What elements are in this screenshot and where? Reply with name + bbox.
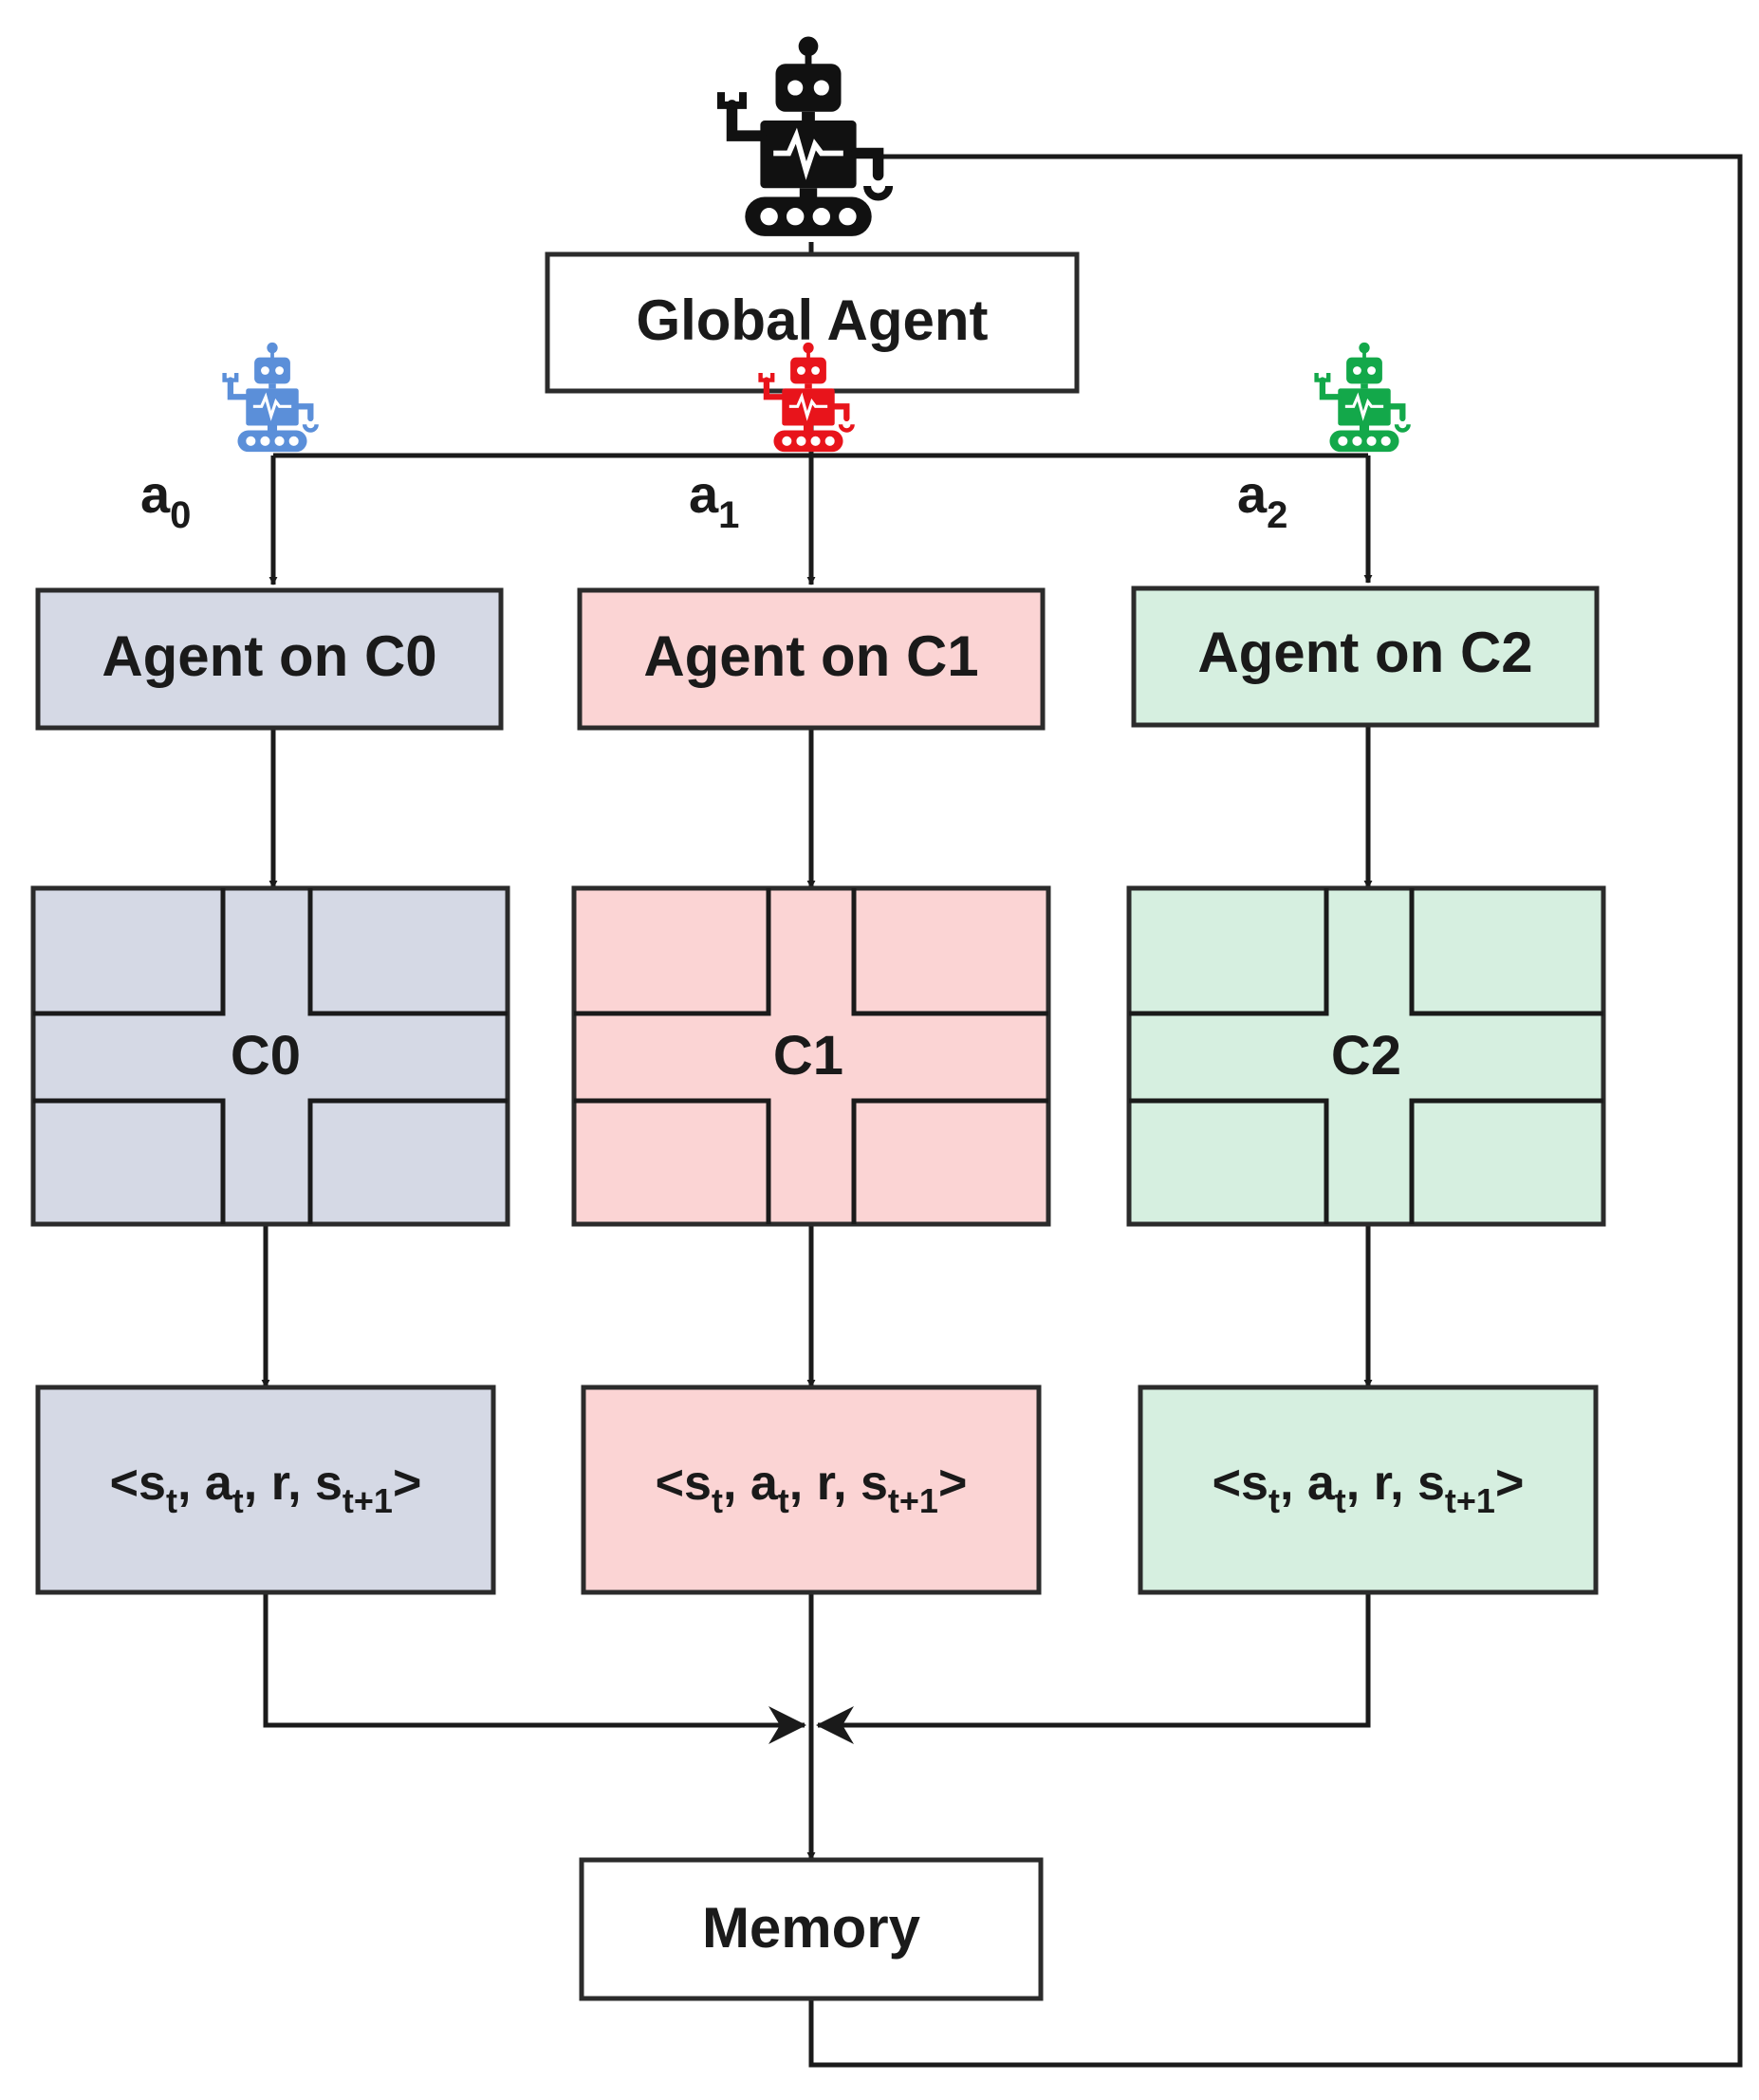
agent-c1-box <box>577 587 1046 731</box>
intersection-c0-roads <box>33 888 508 1224</box>
agent-c2-label: Agent on C2 <box>1197 621 1532 684</box>
memory-box <box>579 1857 1044 2001</box>
intersection-c1-label: C1 <box>773 1025 843 1087</box>
transition-c0-text: <st, at, r, st+1> <box>110 1456 422 1520</box>
action-label-a2: a2 <box>1237 464 1287 536</box>
intersection-c2-box <box>1126 885 1606 1227</box>
intersection-c0: C0 <box>30 885 510 1227</box>
global-agent-label: Global Agent <box>636 288 988 352</box>
transition-c1-box <box>581 1385 1042 1595</box>
memory-label: Memory <box>702 1896 921 1960</box>
transition-c2-text: <st, at, r, st+1> <box>1213 1456 1525 1520</box>
intersection-c2-roads <box>1129 888 1603 1224</box>
arrow-transition-c2-to-merge <box>816 1592 1371 1744</box>
transition-c0-box <box>35 1385 496 1595</box>
agent-c1-label: Agent on C1 <box>643 624 978 688</box>
action-label-a0: a0 <box>140 464 191 536</box>
action-label-a1: a1 <box>689 464 739 536</box>
intersection-c0-label: C0 <box>231 1025 301 1087</box>
agent-c2-box <box>1131 585 1600 728</box>
agent-c0-box <box>35 587 504 731</box>
intersection-c1-box <box>571 885 1051 1227</box>
global-robot-icon <box>721 36 889 235</box>
agent-c0-label: Agent on C0 <box>102 624 436 688</box>
intersection-c1-roads <box>574 888 1048 1224</box>
transition-c2-box <box>1138 1385 1599 1595</box>
robot-c2-icon <box>1317 343 1409 452</box>
transition-c1-text: <st, at, r, st+1> <box>656 1456 968 1520</box>
intersection-c0-box <box>30 885 510 1227</box>
intersection-c2-label: C2 <box>1331 1025 1401 1087</box>
arrow-transition-c0-to-merge <box>263 1592 806 1744</box>
feedback-line-memory-to-global <box>808 154 1743 2068</box>
robot-c0-icon <box>225 343 317 452</box>
intersection-c1: C1 <box>571 885 1051 1227</box>
intersection-c2: C2 <box>1126 885 1606 1227</box>
